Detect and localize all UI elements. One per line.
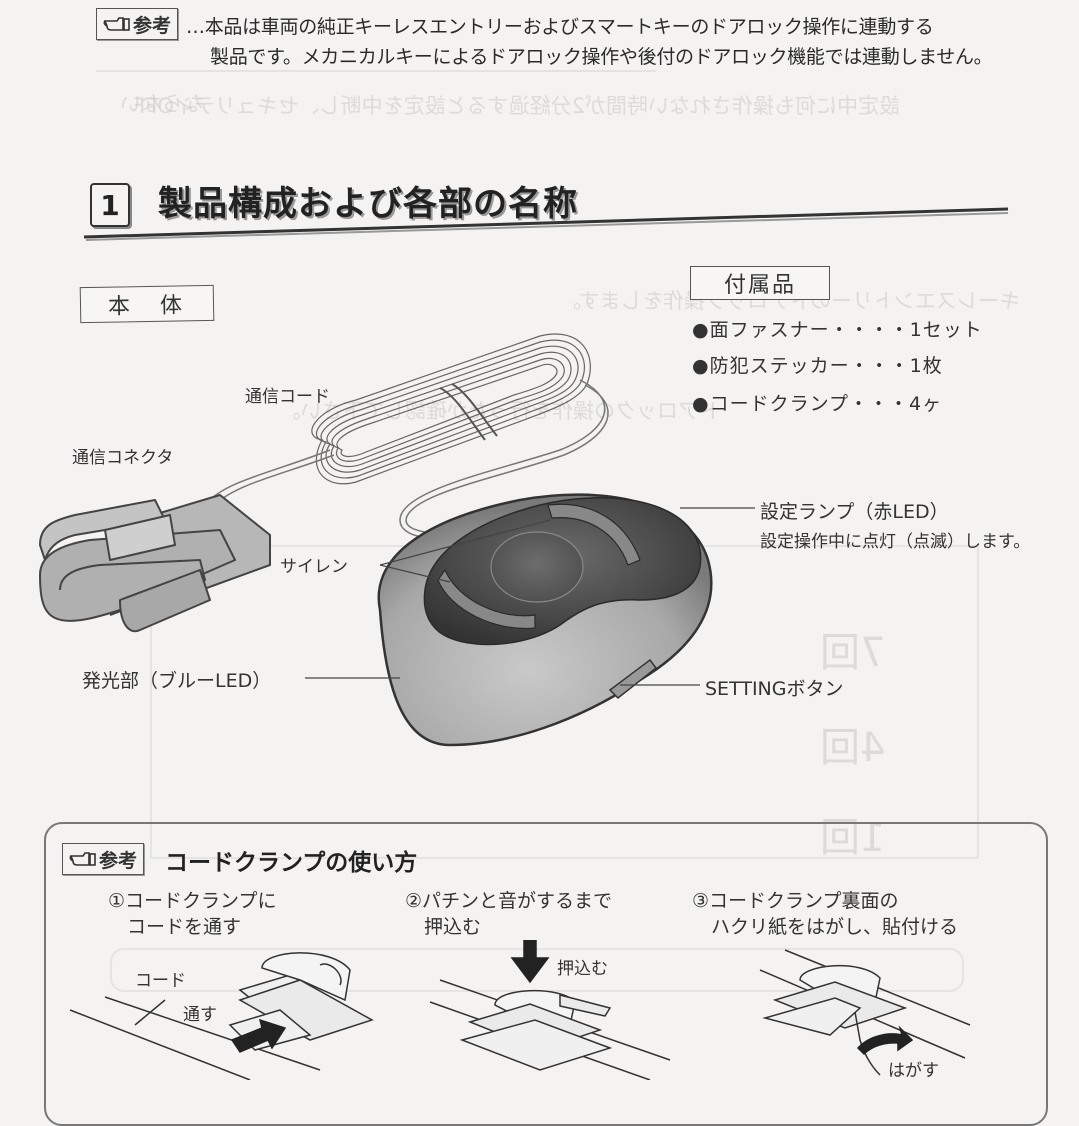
cord-clamp-illustrations [69, 940, 971, 1080]
reference-note-line-2: 製品です。メカニカルキーによるドアロック操作や後付のドアロック機能では連動しませ… [210, 46, 993, 68]
callout-setting-button: SETTINGボタン [705, 678, 844, 700]
insert-arrow-icon [230, 1018, 287, 1053]
accessory-item: ●面ファスナー・・・・1セット [692, 319, 983, 341]
product-illustration [39, 333, 755, 747]
section-title: 製品構成および各部の名称 [158, 184, 578, 224]
bleed-through-line [96, 70, 656, 72]
callout-communication-connector: 通信コネクタ [72, 448, 174, 468]
cord-pointer-line [134, 999, 166, 1026]
callout-setting-lamp-desc: 設定操作中に点灯（点滅）します。 [760, 532, 1031, 552]
section-number: 1 [90, 183, 130, 227]
callout-light-emitter: 発光部（ブルーLED） [82, 670, 272, 692]
center-disc [490, 531, 584, 603]
siren-slot-lower [437, 568, 536, 630]
reference-note: 参考 [96, 8, 179, 40]
label-press: 押込む [557, 959, 608, 979]
callout-siren: サイレン [280, 557, 348, 577]
pointing-hand-icon [103, 17, 130, 31]
cord-clamp-badge-wrap: 参考 [62, 843, 145, 875]
clamp-step-3: ③コードクランプ裏面の ハクリ紙をはがし、貼付ける [692, 890, 959, 938]
siren-unit-body [377, 493, 713, 747]
reference-badge-label: 参考 [133, 14, 172, 37]
accessories-label: 付属品 [690, 266, 830, 300]
reference-badge: 参考 [62, 843, 145, 875]
press-arrow-icon [510, 940, 550, 984]
clamp-step-1-shape [228, 952, 374, 1051]
cord-clamp-title: コードクランプの使い方 [165, 850, 418, 876]
accessories-list: ●面ファスナー・・・・1セット ●防犯ステッカー・・・1枚 ●コードクランプ・・… [692, 315, 983, 425]
reference-badge-label: 参考 [99, 849, 138, 872]
callout-setting-lamp: 設定ランプ（赤LED） [760, 501, 949, 523]
setting-button-shape [608, 658, 658, 700]
pointing-hand-icon [69, 852, 96, 866]
clamp-step-2-shape [459, 989, 613, 1071]
label-peel: はがす [888, 1061, 939, 1081]
reference-badge: 参考 [96, 8, 179, 40]
peel-arrow-icon [856, 1025, 914, 1056]
reference-note-line-1: …本品は車両の純正キーレスエントリーおよびスマートキーのドアロック操作に連動する [186, 16, 934, 38]
accessory-item: ●防犯ステッカー・・・1枚 [692, 355, 943, 377]
siren-leader-2 [379, 564, 451, 583]
communication-connector [39, 494, 271, 633]
clamp-step-1: ①コードクランプに コードを通す [108, 890, 277, 938]
siren-leader-1 [379, 519, 551, 566]
callout-communication-cord: 通信コード [245, 387, 330, 407]
label-thread: 通す [183, 1005, 217, 1025]
communication-cord [209, 333, 609, 541]
clamp-step-2: ②パチンと音がするまで 押込む [405, 890, 613, 938]
section-underline [84, 207, 1009, 241]
clamp-step-3-shape [762, 964, 908, 1076]
accessory-item: ●コードクランプ・・・4ヶ [692, 393, 943, 415]
siren-slot-upper [547, 503, 641, 566]
label-cord: コード [135, 971, 186, 991]
